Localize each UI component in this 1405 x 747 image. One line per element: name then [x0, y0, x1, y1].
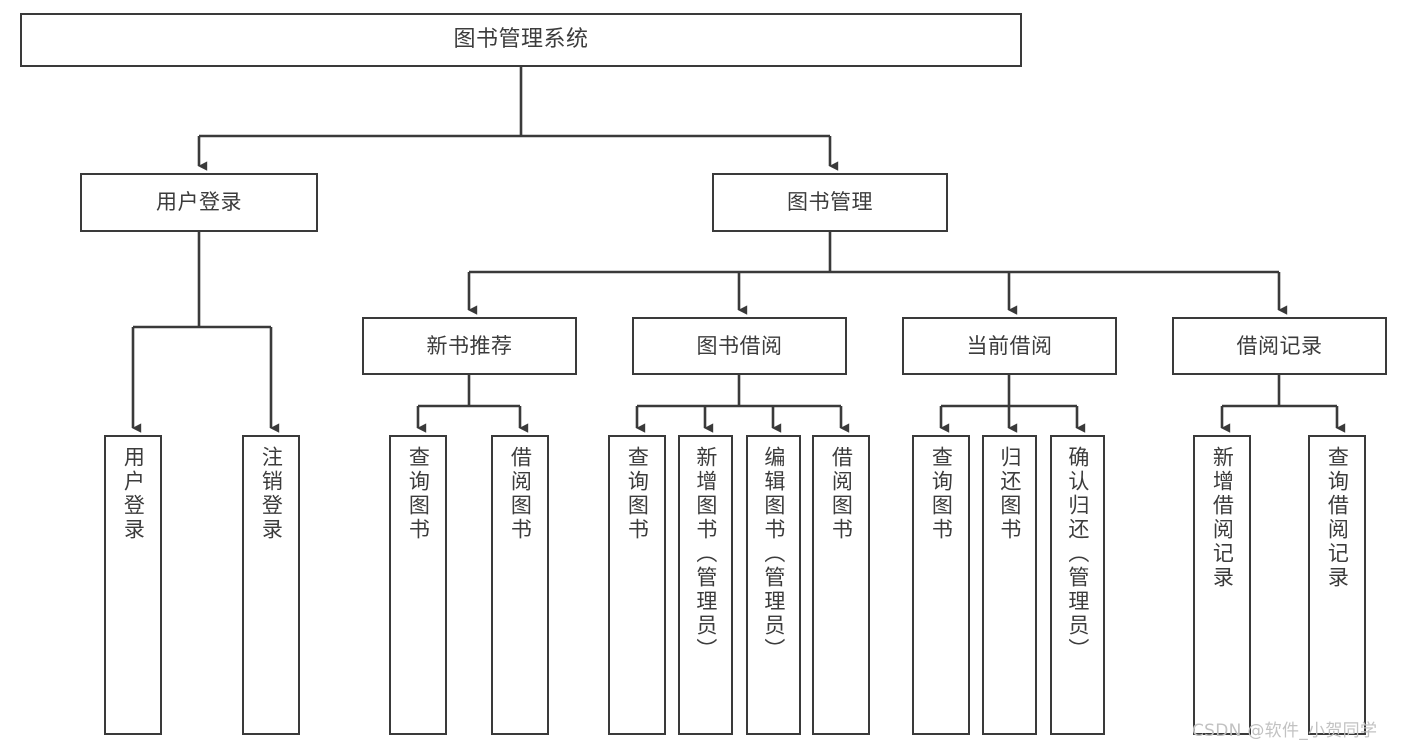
- node-leaf-borrow-book-2[interactable]: 借阅图书: [812, 435, 870, 735]
- node-leaf-edit-book[interactable]: 编辑图书（管理员）: [746, 435, 801, 735]
- node-label: 查询借阅记录: [1325, 446, 1350, 590]
- node-leaf-user-login[interactable]: 用户登录: [104, 435, 162, 735]
- node-user-login[interactable]: 用户登录: [80, 173, 318, 232]
- node-label: 新增图书（管理员）: [693, 446, 718, 662]
- node-current-borrow[interactable]: 当前借阅: [902, 317, 1117, 375]
- node-label: 图书借阅: [696, 333, 783, 358]
- node-label: 注销登录: [259, 446, 284, 542]
- node-new-book-rec[interactable]: 新书推荐: [362, 317, 577, 375]
- node-leaf-query-book-1[interactable]: 查询图书: [389, 435, 447, 735]
- node-label: 编辑图书（管理员）: [761, 446, 786, 662]
- node-borrow-record[interactable]: 借阅记录: [1172, 317, 1387, 375]
- node-book-manage[interactable]: 图书管理: [712, 173, 948, 232]
- node-label: 借阅图书: [829, 446, 854, 542]
- node-label: 归还图书: [997, 446, 1022, 542]
- node-label: 借阅图书: [508, 446, 533, 542]
- node-label: 查询图书: [929, 446, 954, 542]
- node-leaf-return-book[interactable]: 归还图书: [982, 435, 1037, 735]
- node-label: 借阅记录: [1236, 333, 1323, 358]
- node-label: 当前借阅: [966, 333, 1053, 358]
- node-label: 新增借阅记录: [1210, 446, 1235, 590]
- node-leaf-borrow-book-1[interactable]: 借阅图书: [491, 435, 549, 735]
- watermark-text: CSDN @软件_小贺同学: [1192, 721, 1378, 741]
- node-leaf-logout[interactable]: 注销登录: [242, 435, 300, 735]
- node-leaf-confirm-return[interactable]: 确认归还（管理员）: [1050, 435, 1105, 735]
- node-label: 确认归还（管理员）: [1065, 446, 1090, 662]
- node-root-system[interactable]: 图书管理系统: [20, 13, 1022, 67]
- node-label: 用户登录: [156, 190, 242, 215]
- node-label: 查询图书: [625, 446, 650, 542]
- node-label: 图书管理: [787, 190, 873, 215]
- node-leaf-query-book-3[interactable]: 查询图书: [912, 435, 970, 735]
- node-leaf-query-book-2[interactable]: 查询图书: [608, 435, 666, 735]
- node-book-borrow[interactable]: 图书借阅: [632, 317, 847, 375]
- node-label: 新书推荐: [426, 333, 513, 358]
- node-leaf-add-book[interactable]: 新增图书（管理员）: [678, 435, 733, 735]
- node-label: 图书管理系统: [453, 27, 589, 53]
- node-label: 查询图书: [406, 446, 431, 542]
- node-label: 用户登录: [121, 446, 146, 542]
- node-leaf-query-record[interactable]: 查询借阅记录: [1308, 435, 1366, 735]
- node-leaf-add-record[interactable]: 新增借阅记录: [1193, 435, 1251, 735]
